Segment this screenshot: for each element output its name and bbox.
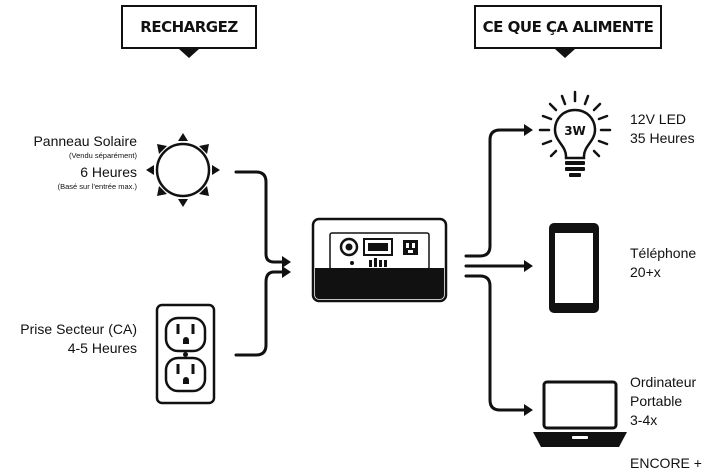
recharge-header-pointer xyxy=(179,49,199,58)
solar-label-block: Panneau Solaire (Vendu séparément) 6 Heu… xyxy=(0,132,137,192)
led-line2: 35 Heures xyxy=(630,130,695,146)
powers-header-pointer xyxy=(555,49,575,58)
sun-icon xyxy=(146,133,220,207)
outlet-label-block: Prise Secteur (CA) 4-5 Heures xyxy=(0,320,137,358)
solar-note: (Vendu séparément) xyxy=(69,151,137,160)
phone-line1: Téléphone xyxy=(630,245,697,261)
phone-line2: 20+x xyxy=(630,264,661,280)
led-line1: 12V LED xyxy=(630,111,687,127)
output-arrow-laptop xyxy=(524,404,533,416)
more-label: ENCORE + xyxy=(630,455,702,471)
outlet-time: 4-5 Heures xyxy=(67,340,137,356)
output-arrow-phone xyxy=(524,260,533,272)
output-connectors xyxy=(464,128,526,412)
laptop-line1: Ordinateur xyxy=(630,374,697,390)
laptop-line3: 3-4x xyxy=(630,412,658,428)
bulb-icon: 3W xyxy=(538,90,612,177)
input-arrow-solar xyxy=(282,256,291,268)
outlet-icon xyxy=(155,303,216,405)
laptop-line2: Portable xyxy=(630,393,683,409)
led-label-block: 12V LED 35 Heures xyxy=(630,110,695,148)
recharge-header-label: RECHARGEZ xyxy=(140,18,238,36)
input-connectors xyxy=(234,170,284,357)
solar-basis: (Basé sur l'entrée max.) xyxy=(57,182,137,191)
power-station-icon xyxy=(311,217,448,303)
powers-header-label: CE QUE ÇA ALIMENTE xyxy=(482,18,654,36)
input-arrow-outlet xyxy=(282,266,291,278)
solar-time: 6 Heures xyxy=(80,164,137,180)
laptop-label-block: Ordinateur Portable 3-4x xyxy=(630,373,696,430)
bulb-wattage-label: 3W xyxy=(564,124,586,138)
solar-title: Panneau Solaire xyxy=(33,133,137,149)
phone-icon xyxy=(549,223,599,313)
laptop-icon xyxy=(533,380,627,447)
output-arrow-led xyxy=(524,124,533,136)
outlet-title: Prise Secteur (CA) xyxy=(20,321,137,337)
recharge-header: RECHARGEZ xyxy=(121,5,257,49)
powers-header: CE QUE ÇA ALIMENTE xyxy=(474,5,662,49)
phone-label-block: Téléphone 20+x xyxy=(630,244,696,282)
